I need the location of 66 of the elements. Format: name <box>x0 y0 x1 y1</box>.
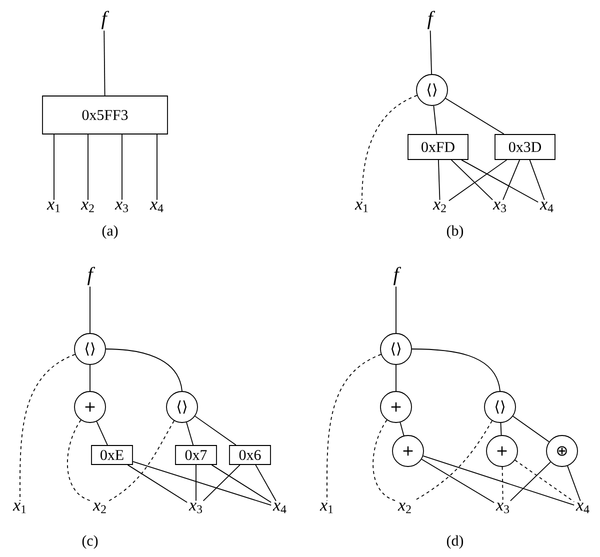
dashed-connector <box>514 460 575 502</box>
variable-label: x$_{3}$ <box>496 502 510 514</box>
dashed-connector <box>502 466 504 502</box>
connector <box>255 464 276 502</box>
variable-label: x$_{2}$ <box>398 502 411 514</box>
connector <box>186 422 194 446</box>
connector <box>412 348 500 392</box>
connector <box>132 461 272 506</box>
dashed-connector <box>67 420 92 502</box>
connector <box>106 348 182 392</box>
connector <box>450 160 494 200</box>
connector <box>512 416 550 442</box>
dashed-connector <box>372 420 397 502</box>
connector <box>156 134 158 200</box>
connector <box>461 160 539 203</box>
connector <box>211 464 272 503</box>
variable-label: x$_{4}$ <box>150 202 164 212</box>
variable-label: x$_{3}$ <box>114 202 128 212</box>
panel-caption: (b) <box>446 225 464 239</box>
variable-label: x$_{4}$ <box>576 502 590 514</box>
dashed-connector <box>326 354 382 502</box>
output-label: f <box>393 266 402 286</box>
connector <box>202 464 240 502</box>
connector <box>438 160 440 200</box>
variable-label: x$_{3}$ <box>188 502 202 514</box>
connector <box>421 458 495 504</box>
output-label: f <box>87 266 96 286</box>
connector <box>104 30 106 96</box>
variable-label: x$_{1}$ <box>46 202 60 212</box>
variable-label: x$_{1}$ <box>354 202 368 212</box>
panel-caption: (c) <box>82 535 98 549</box>
output-label: f <box>101 10 110 30</box>
variable-label: x$_{3}$ <box>492 202 506 212</box>
connector <box>500 422 502 436</box>
variable-label: x$_{2}$ <box>92 502 106 514</box>
connector <box>567 466 581 502</box>
connector <box>430 30 432 74</box>
connector <box>502 160 520 200</box>
connector <box>127 464 188 503</box>
dashed-connector <box>362 95 418 200</box>
dashed-connector <box>20 354 76 502</box>
variable-label: x$_{4}$ <box>540 202 554 212</box>
connector <box>400 422 404 436</box>
connector <box>448 160 508 202</box>
connector <box>510 462 551 502</box>
lookup-box: 0x5FF3 <box>42 96 168 134</box>
connector <box>422 455 575 506</box>
variable-label: x$_{2}$ <box>432 202 446 212</box>
variable-label: x$_{2}$ <box>80 202 94 212</box>
lookup-box: 0xFD <box>408 134 468 160</box>
connector <box>194 416 236 446</box>
output-label: f <box>427 10 436 30</box>
connector <box>529 160 545 200</box>
lookup-box: 0xE <box>91 445 133 465</box>
dashed-connector <box>108 420 174 502</box>
panel-caption: (a) <box>102 225 118 239</box>
lookup-box: 0x7 <box>175 445 217 465</box>
lookup-box: 0x6 <box>229 445 271 465</box>
panel-caption: (d) <box>446 535 464 549</box>
variable-label: x$_{4}$ <box>272 502 286 514</box>
connector <box>433 105 438 134</box>
variable-label: x$_{1}$ <box>12 502 26 514</box>
connector <box>96 421 108 446</box>
connector <box>445 98 504 134</box>
variable-label: x$_{1}$ <box>320 502 333 514</box>
lookup-box: 0x3D <box>494 134 556 160</box>
